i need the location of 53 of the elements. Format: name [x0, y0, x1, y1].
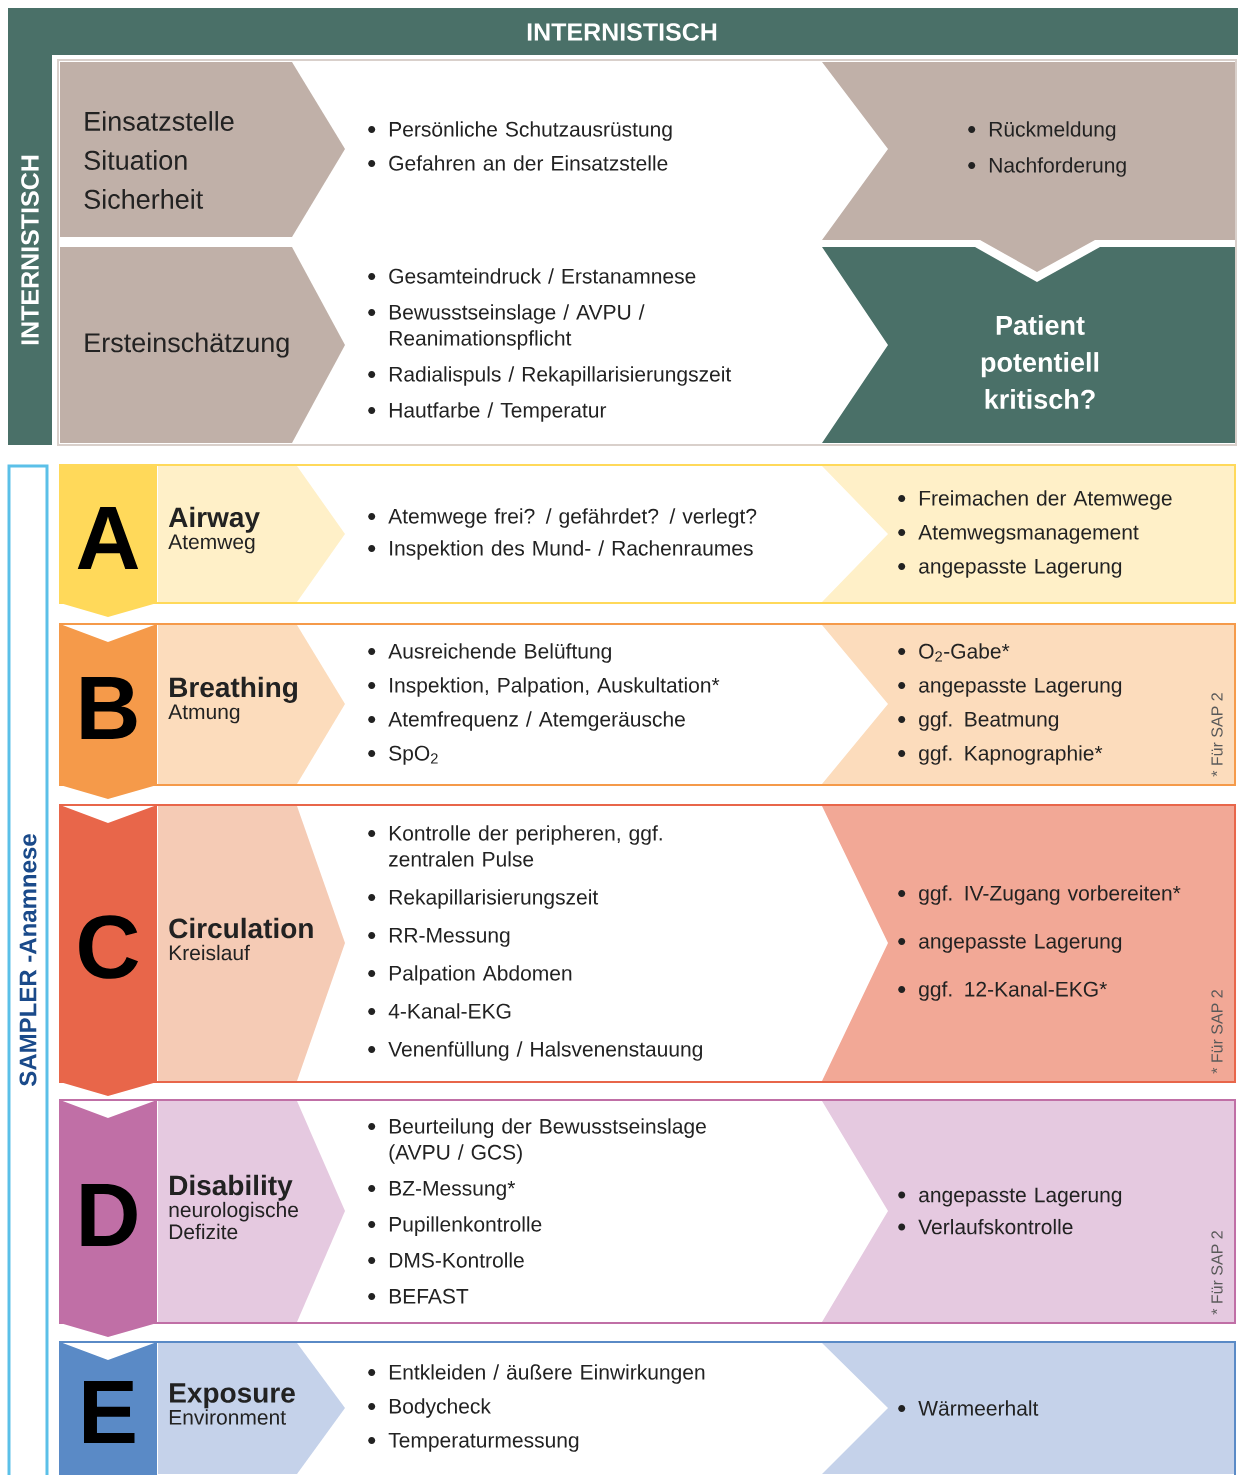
- action-box: Freimachen der Atemwege Atemwegsmanagement angepasste Lagerung: [822, 466, 1234, 602]
- node-label: Radialispuls / Rekapillarisierungszeit: [389, 366, 732, 386]
- node-label: BEFAST: [389, 1288, 469, 1304]
- node-label: Gesamteindruck / Erstanamnese: [389, 268, 696, 284]
- action-box: angepasste Lagerung Verlaufskontrolle * Für SAP 2: [822, 1101, 1234, 1322]
- letter-box: C: [60, 805, 157, 1096]
- label-panel: Einsatzstelle Situation Sicherheit: [60, 62, 345, 237]
- node-label: Hautfarbe / Temperatur: [389, 402, 607, 422]
- label-panel: Circulation Kreislauf: [158, 806, 345, 1081]
- node-label: Bewusstseinslage / AVPU / Reanimationspflicht: [389, 304, 645, 350]
- node-label: Atemfrequenz / Atemgeräusche: [388, 711, 685, 731]
- check-panel: Persönliche Schutzausrüstung Gefahren an der Einsatzstelle: [368, 121, 672, 171]
- check-panel: Entkleiden / äußere Einwirkungen Bodycheck Temperaturmessung: [368, 1364, 705, 1452]
- node-label: Atemwege frei? / gefährdet? / verlegt?: [388, 508, 757, 528]
- label-panel: Ersteinschätzung: [60, 247, 345, 443]
- node-label: SpO$_{2}$: [389, 745, 438, 765]
- check-panel: Ausreichende Belüftung Inspektion, Palpation, Auskultation* Atemfrequenz / Atemgeräusche SpO$_{2}$: [368, 643, 720, 765]
- label-panel: Breathing Atmung: [158, 625, 345, 784]
- action-box: O$_{2}$-Gabe* angepasste Lagerung ggf. Beatmung ggf. Kapnographie* * Für SAP 2: [822, 625, 1234, 784]
- node-label: Venenfüllung / Halsvenenstauung: [388, 1041, 703, 1061]
- node-label: Entkleiden / äußere Einwirkungen: [389, 1364, 705, 1384]
- node-label: Inspektion des Mund- / Rachenraumes: [390, 540, 753, 560]
- letter-box: A: [60, 465, 157, 617]
- letter-box: E: [60, 1342, 157, 1475]
- node-label: Bodycheck: [389, 1398, 491, 1418]
- node-label: Palpation Abdomen: [389, 965, 572, 985]
- node-label: DMS-Kontrolle: [389, 1252, 524, 1268]
- action-box: ggf. IV-Zugang vorbereiten* angepasste Lagerung ggf. 12-Kanal-EKG* * Für SAP 2: [822, 806, 1234, 1081]
- node-label: Persönliche Schutzausrüstung: [389, 121, 672, 141]
- node-label: RR-Messung: [389, 927, 510, 947]
- node-label: Rekapillarisierungszeit: [389, 889, 599, 909]
- node-label: Temperaturmessung: [388, 1433, 579, 1452]
- letter-box: B: [60, 624, 157, 799]
- node-label: 4-Kanal-EKG: [388, 1003, 511, 1019]
- label-panel: Airway Atemweg: [158, 466, 345, 602]
- check-panel: Atemwege frei? / gefährdet? / verlegt? Inspektion des Mund- / Rachenraumes: [368, 508, 757, 560]
- node-label: Inspektion, Palpation, Auskultation*: [390, 677, 720, 697]
- action-box: Wärmeerhalt: [822, 1343, 1234, 1474]
- node-label: BZ-Messung*: [389, 1181, 516, 1200]
- node-label: Ausreichende Belüftung: [388, 643, 611, 663]
- node-label: Beurteilung der Bewusstseinslage (AVPU / GCS): [389, 1118, 706, 1164]
- node-label: Pupillenkontrolle: [389, 1216, 542, 1236]
- decision-box: Patient potentiell kritisch?: [822, 247, 1235, 443]
- label-panel: Exposure Environment: [158, 1343, 345, 1474]
- check-panel: Gesamteindruck / Erstanamnese Bewusstseinslage / AVPU / Reanimationspflicht Radialispuls / Rekapillarisierungszeit Hautfarbe / Temperatur: [368, 268, 732, 422]
- label-panel: Disability neurologische Defizite: [158, 1101, 345, 1322]
- letter-box: D: [60, 1100, 157, 1337]
- check-panel: Beurteilung der Bewusstseinslage (AVPU / GCS) BZ-Messung* Pupillenkontrolle DMS-Kontrolle BEFAST: [368, 1118, 706, 1304]
- node-label: Gefahren an der Einsatzstelle: [389, 155, 668, 171]
- node-label: Kontrolle der peripheren, ggf. zentralen Pulse: [389, 825, 662, 867]
- action-box: Rückmeldung Nachforderung: [822, 62, 1235, 272]
- side-bar: SAMPLER -Anamnese: [7, 464, 49, 1475]
- check-panel: Kontrolle der peripheren, ggf. zentralen Pulse Rekapillarisierungszeit RR-Messung Palpation Abdomen 4-Kanal-EKG Venenfüllung / Halsvenenstauung: [368, 825, 702, 1061]
